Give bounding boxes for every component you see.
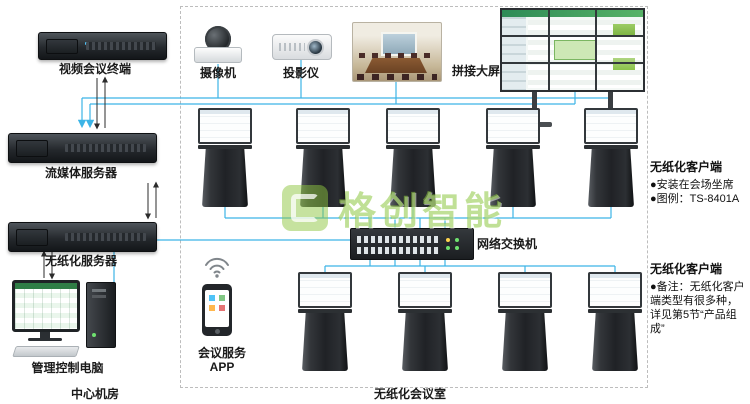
- terminal-monitor-base: [398, 309, 452, 313]
- conference-room-photo: [352, 22, 442, 82]
- terminal-screen: [586, 110, 636, 142]
- wall-bezels: [502, 10, 643, 90]
- terminal-tower: [202, 149, 248, 207]
- terminal-tower: [588, 149, 634, 207]
- annotation-title: 无纸化客户端: [650, 160, 723, 174]
- terminal-screen: [488, 110, 538, 142]
- camera-device: [194, 26, 242, 63]
- terminal-monitor-base: [486, 145, 540, 149]
- projector-device: [272, 34, 332, 60]
- terminal-tower: [300, 149, 346, 207]
- terminal-screen: [200, 110, 250, 142]
- annotation-line: ●备注：无纸化客户端类型有很多种，详见第5节“产品组成”: [650, 281, 745, 335]
- conference-room-boundary: [180, 6, 648, 388]
- paperless-server: [8, 222, 157, 252]
- conference-app-phone: [202, 284, 232, 336]
- network-switch-label: 网络交换机: [477, 237, 538, 251]
- terminal-tower: [592, 313, 638, 371]
- paperless-terminal: [386, 108, 440, 207]
- terminal-screen: [388, 110, 438, 142]
- client-annotation-top: 无纸化客户端 ●安装在会场坐席 ●图例：TS-8401A: [650, 158, 748, 206]
- terminal-screen: [298, 110, 348, 142]
- video-wall: [500, 8, 645, 132]
- terminal-tower: [490, 149, 536, 207]
- projector-vent: [279, 43, 305, 51]
- streaming-media-server: [8, 133, 157, 163]
- projector-label: 投影仪: [282, 66, 319, 80]
- management-pc: [12, 280, 122, 360]
- terminal-monitor-base: [296, 145, 350, 149]
- room-table: [365, 58, 427, 73]
- phone-home-button: [214, 329, 220, 334]
- pc-monitor: [12, 280, 80, 332]
- video-wall-screen: [500, 8, 645, 92]
- switch-leds-icon: [455, 238, 459, 242]
- streaming-media-server-label: 流媒体服务器: [44, 166, 117, 180]
- paperless-server-label: 无纸化服务器: [44, 254, 117, 268]
- camera-base: [194, 47, 242, 63]
- camera-label: 摄像机: [199, 66, 236, 80]
- terminal-tower: [302, 313, 348, 371]
- client-annotation-bottom: 无纸化客户端 ●备注：无纸化客户端类型有很多种，详见第5节“产品组成”: [650, 260, 748, 336]
- pc-monitor-foot: [28, 338, 62, 341]
- paperless-terminal: [588, 272, 642, 371]
- pc-screen: [15, 283, 77, 329]
- terminal-monitor: [486, 108, 540, 144]
- terminal-monitor: [584, 108, 638, 144]
- terminal-screen: [590, 274, 640, 306]
- terminal-monitor-base: [584, 145, 638, 149]
- pc-monitor-stand: [40, 332, 50, 339]
- terminal-screen: [500, 274, 550, 306]
- terminal-monitor: [296, 108, 350, 144]
- paperless-terminal: [198, 108, 252, 207]
- video-conference-terminal: [38, 32, 167, 60]
- terminal-screen: [300, 274, 350, 306]
- terminal-monitor: [298, 272, 352, 308]
- terminal-tower: [402, 313, 448, 371]
- annotation-line: ●图例：TS-8401A: [650, 193, 740, 205]
- terminal-monitor-base: [588, 309, 642, 313]
- terminal-monitor-base: [198, 145, 252, 149]
- room-chairs: [357, 74, 437, 80]
- terminal-monitor-base: [386, 145, 440, 149]
- switch-ports: [357, 247, 439, 254]
- management-pc-label: 管理控制电脑: [31, 361, 104, 375]
- power-led-icon: [85, 42, 91, 45]
- terminal-screen: [400, 274, 450, 306]
- conference-room-zone-label: 无纸化会议室: [373, 387, 446, 401]
- paperless-terminal: [584, 108, 638, 207]
- machine-room-zone-label: 中心机房: [70, 387, 119, 401]
- terminal-monitor: [398, 272, 452, 308]
- terminal-tower: [502, 313, 548, 371]
- projector-lens-icon: [307, 39, 324, 56]
- conference-app-label: 会议服务APP: [197, 346, 246, 374]
- terminal-monitor: [498, 272, 552, 308]
- terminal-monitor-base: [298, 309, 352, 313]
- video-wall-label: 拼接大屏: [451, 64, 500, 78]
- paperless-terminal: [498, 272, 552, 371]
- terminal-monitor: [386, 108, 440, 144]
- paperless-terminal: [398, 272, 452, 371]
- paperless-terminal: [486, 108, 540, 207]
- phone-screen: [205, 290, 229, 327]
- paperless-terminal: [298, 272, 352, 371]
- paperless-terminal: [296, 108, 350, 207]
- terminal-monitor: [198, 108, 252, 144]
- terminal-tower: [390, 149, 436, 207]
- terminal-monitor-base: [498, 309, 552, 313]
- network-switch: [350, 228, 474, 260]
- annotation-line: ●安装在会场坐席: [650, 179, 734, 191]
- terminal-monitor: [588, 272, 642, 308]
- video-conference-terminal-label: 视频会议终端: [58, 62, 131, 76]
- annotation-title: 无纸化客户端: [650, 262, 723, 276]
- pc-tower: [86, 282, 116, 348]
- switch-ports: [357, 236, 439, 243]
- room-chairs: [359, 53, 435, 58]
- pc-keyboard: [12, 346, 80, 357]
- wifi-icon: [205, 258, 229, 278]
